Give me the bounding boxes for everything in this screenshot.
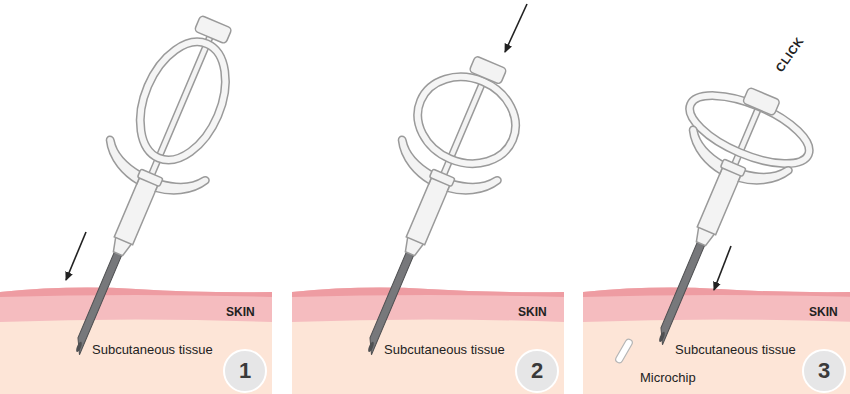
tissue-label: Subcutaneous tissue [92, 342, 213, 358]
callout-number: 3 [802, 349, 846, 393]
step-number: 3 [818, 358, 830, 384]
step-number: 2 [531, 358, 543, 384]
skin-label: SKIN [226, 304, 255, 320]
click-label: CLICK [772, 34, 808, 75]
tissue-label: Subcutaneous tissue [384, 342, 505, 358]
tissue-label: Subcutaneous tissue [675, 342, 796, 358]
microchip-label: Microchip [640, 370, 696, 386]
step-number: 1 [239, 358, 251, 384]
callout-number: 1 [223, 349, 267, 393]
callout-number: 2 [515, 349, 559, 393]
skin-label: SKIN [809, 304, 838, 320]
skin-label: SKIN [518, 304, 547, 320]
